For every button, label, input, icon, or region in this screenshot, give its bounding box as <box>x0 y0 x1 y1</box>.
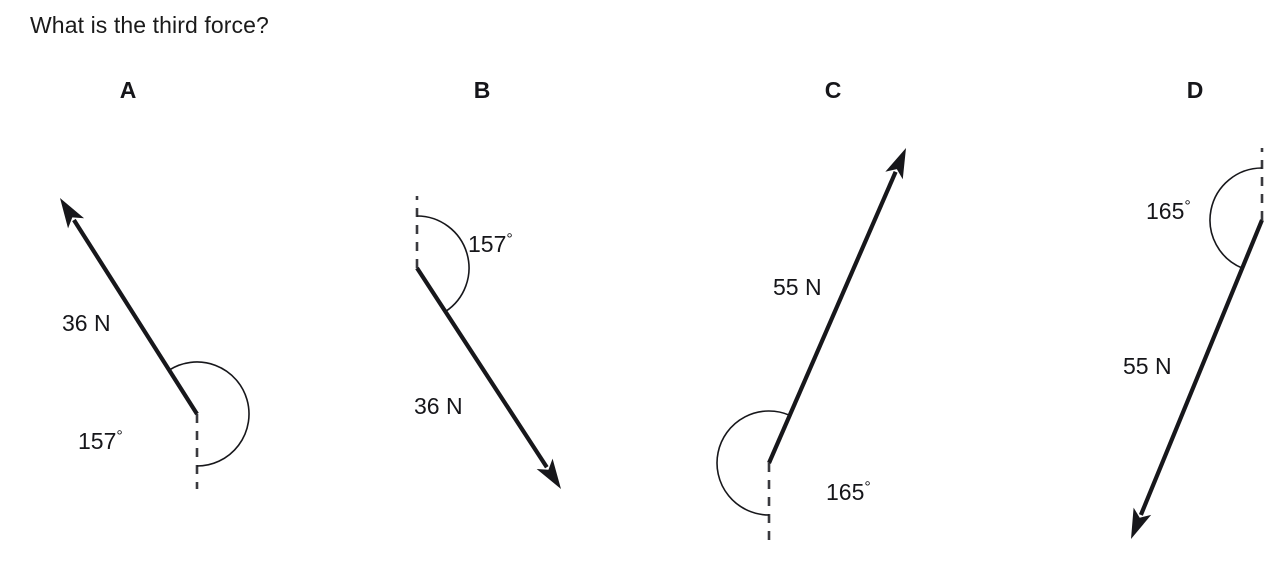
angle-arc <box>168 361 250 467</box>
angle-arc <box>416 215 470 313</box>
force-diagram-a: 36 N 157° <box>60 198 250 489</box>
force-vector-line <box>72 218 199 416</box>
force-diagram-c: 55 N 165° <box>716 148 906 541</box>
force-vector-arrowhead <box>1131 507 1152 539</box>
force-magnitude-label: 55 N <box>773 274 822 300</box>
angle-measure-label: 165° <box>1146 198 1191 225</box>
force-vector-line <box>767 171 898 464</box>
question-prompt: What is the third force? <box>30 12 269 38</box>
force-magnitude-label: 36 N <box>414 393 463 419</box>
force-vector-line <box>1138 219 1264 516</box>
force-vector-line <box>415 266 549 469</box>
force-vector-arrowhead <box>885 148 906 180</box>
force-magnitude-label: 36 N <box>62 310 111 336</box>
degree-symbol: ° <box>116 428 122 445</box>
force-vector-arrowhead <box>536 458 561 489</box>
option-letter-b[interactable]: B <box>473 77 491 103</box>
angle-arc <box>1209 167 1263 269</box>
option-letter-c[interactable]: C <box>824 77 842 103</box>
option-letter-d[interactable]: D <box>1186 77 1204 103</box>
angle-arc <box>716 410 791 516</box>
degree-symbol: ° <box>864 479 870 496</box>
force-diagram-d: 55 N 165° <box>1123 148 1264 539</box>
degree-symbol: ° <box>506 231 512 248</box>
force-vector-arrowhead <box>60 198 85 229</box>
angle-measure-label: 157° <box>78 428 123 455</box>
angle-measure-label: 165° <box>826 479 871 506</box>
degree-symbol: ° <box>1184 198 1190 215</box>
angle-measure-label: 157° <box>468 231 513 258</box>
option-letter-a[interactable]: A <box>119 77 137 103</box>
force-diagram-b: 36 N 157° <box>414 196 561 489</box>
force-magnitude-label: 55 N <box>1123 353 1172 379</box>
